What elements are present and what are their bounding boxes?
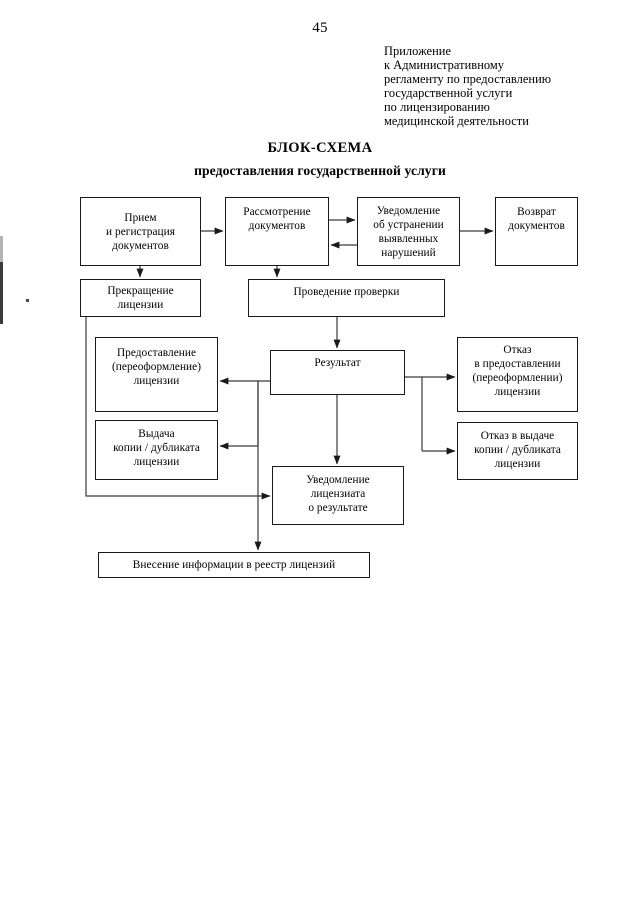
node-refuse-copy-line-1: Отказ в выдаче bbox=[480, 430, 555, 442]
appendix-line-3: регламенту по предоставлению bbox=[384, 72, 552, 87]
document-subtitle: предоставления государственной услуги bbox=[194, 163, 446, 178]
node-refuse-copy-line-3: лицензии bbox=[494, 458, 541, 470]
node-notice-line-4: нарушений bbox=[381, 246, 436, 259]
scan-artifact-margin-bar bbox=[0, 236, 3, 262]
page-number: 45 bbox=[312, 20, 328, 36]
node-return-line-2: документов bbox=[508, 220, 565, 232]
node-terminate-line-1: Прекращение bbox=[107, 285, 174, 297]
node-registry-entry: Внесение информации в реестр лицензий bbox=[98, 552, 370, 578]
node-intake-line-1: Прием bbox=[124, 211, 157, 224]
appendix-line-1: Приложение bbox=[384, 44, 452, 58]
node-grant-license: Предоставление (переоформление) лицензии bbox=[95, 337, 218, 412]
node-intake: Прием и регистрация документов bbox=[80, 197, 201, 266]
node-grant-line-2: (переоформление) bbox=[111, 361, 202, 373]
node-notify-line-1: Уведомление bbox=[306, 474, 370, 486]
appendix-reference: Приложение к Административному регламент… bbox=[384, 44, 634, 129]
node-review: Рассмотрение документов bbox=[225, 197, 329, 266]
node-terminate-license: Прекращение лицензии bbox=[80, 279, 201, 317]
node-refuse-line-4: лицензии bbox=[494, 386, 541, 398]
scan-artifact-dot bbox=[26, 299, 29, 302]
node-review-line-2: документов bbox=[248, 220, 306, 232]
edge-terminate-to-notify bbox=[85, 317, 271, 500]
document-title: БЛОК-СХЕМА bbox=[267, 140, 373, 156]
scan-artifact-margin-line bbox=[0, 262, 3, 324]
node-return-line-1: Возврат bbox=[517, 206, 556, 218]
appendix-line-5: по лицензированию bbox=[384, 100, 490, 115]
node-review-line-1: Рассмотрение bbox=[243, 206, 311, 218]
node-refuse-license: Отказ в предоставлении (переоформлении) … bbox=[457, 337, 578, 412]
appendix-line-6: медицинской деятельности bbox=[384, 114, 529, 129]
node-refuse-copy-line-2: копии / дубликата bbox=[474, 444, 561, 456]
node-notice-line-3: выявленных bbox=[378, 232, 439, 245]
appendix-line-2: к Административному bbox=[384, 58, 505, 73]
node-inspection-line-1: Проведение проверки bbox=[293, 286, 400, 298]
node-notify-line-2: лицензиата bbox=[310, 488, 366, 500]
node-notify-line-3: о результате bbox=[308, 502, 368, 514]
node-refuse-line-3: (переоформлении) bbox=[472, 372, 563, 384]
node-grant-line-1: Предоставление bbox=[116, 347, 197, 359]
node-issue-copy-line-2: копии / дубликата bbox=[113, 442, 200, 454]
node-intake-line-3: документов bbox=[112, 239, 169, 252]
node-notice-line-1: Уведомление bbox=[376, 204, 441, 217]
node-registry-line-1: Внесение информации в реестр лицензий bbox=[132, 559, 336, 571]
node-result: Результат bbox=[270, 350, 405, 395]
edge-left-spine bbox=[257, 380, 270, 446]
node-refuse-line-1: Отказ bbox=[503, 344, 532, 356]
appendix-line-4: государственной услуги bbox=[384, 86, 513, 101]
node-refuse-line-2: в предоставлении bbox=[474, 358, 561, 370]
node-grant-line-3: лицензии bbox=[133, 375, 180, 387]
node-issue-copy-line-3: лицензии bbox=[133, 456, 180, 468]
node-return-docs: Возврат документов bbox=[495, 197, 578, 266]
node-notify-licensee: Уведомление лицензиата о результате bbox=[272, 466, 404, 525]
node-inspection: Проведение проверки bbox=[248, 279, 445, 317]
node-terminate-line-2: лицензии bbox=[117, 299, 164, 311]
edge-right-spine bbox=[405, 376, 423, 451]
node-notice-line-2: об устранении bbox=[373, 218, 444, 231]
node-result-line-1: Результат bbox=[314, 357, 361, 369]
node-refuse-copy: Отказ в выдаче копии / дубликата лицензи… bbox=[457, 422, 578, 480]
node-issue-copy-line-1: Выдача bbox=[138, 428, 175, 440]
node-issue-copy: Выдача копии / дубликата лицензии bbox=[95, 420, 218, 480]
node-intake-line-2: и регистрация bbox=[106, 225, 175, 238]
node-notice-violations: Уведомление об устранении выявленных нар… bbox=[357, 197, 460, 266]
